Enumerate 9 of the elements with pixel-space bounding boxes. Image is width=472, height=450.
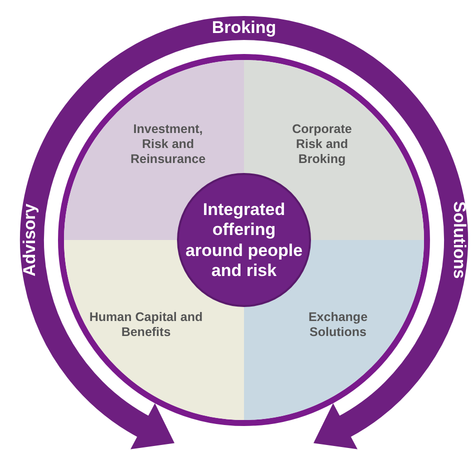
node-label: Exchange Solutions [307, 310, 369, 340]
band-label: Solutions [449, 201, 469, 279]
node-label: Corporate Risk and Broking [291, 122, 353, 167]
node-label: Integrated offering around people and risk [184, 200, 304, 282]
band-label: Broking [212, 18, 276, 38]
center-circle [178, 174, 310, 306]
node-label: Human Capital and Benefits [88, 310, 204, 340]
node-label: Investment, Risk and Reinsurance [129, 122, 207, 167]
band-label: Advisory [20, 204, 40, 276]
